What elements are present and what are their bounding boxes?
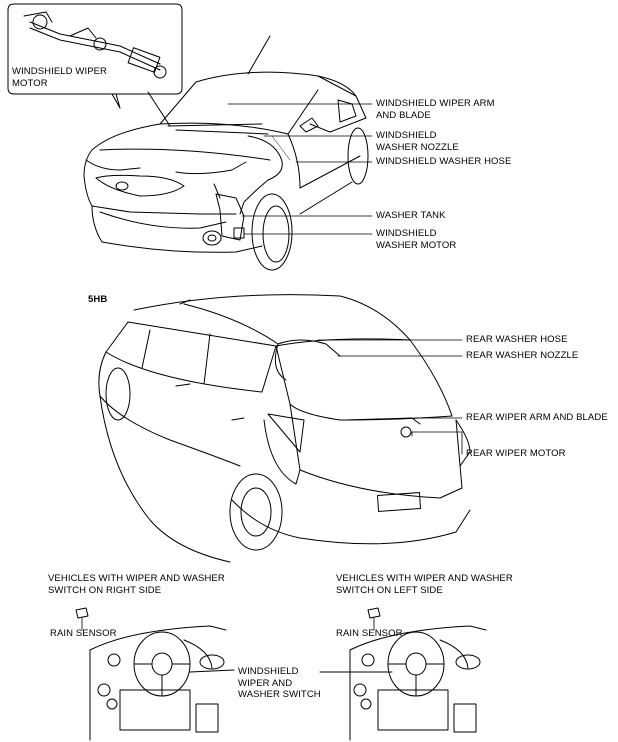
label-windshield-wiper-motor: WINDSHIELD WIPER MOTOR	[12, 66, 108, 89]
front-leader-lines	[227, 103, 373, 235]
label-vehicles-switch-right: VEHICLES WITH WIPER AND WASHER SWITCH ON…	[48, 573, 225, 596]
dashboard-right-illustration	[75, 607, 235, 741]
rear-leader-lines	[317, 339, 463, 455]
label-windshield-washer-nozzle: WINDSHIELD WASHER NOZZLE	[376, 130, 459, 153]
label-5hb: 5HB	[88, 294, 108, 305]
label-rear-wiper-arm-blade: REAR WIPER ARM AND BLADE	[466, 412, 608, 423]
dashboard-left-illustration	[319, 607, 487, 741]
label-windshield-washer-hose: WINDSHIELD WASHER HOSE	[376, 156, 512, 167]
label-rain-sensor-left: RAIN SENSOR	[336, 628, 403, 639]
wiper-motor-inset	[7, 3, 183, 127]
front-car-illustration	[83, 35, 369, 271]
rear-car-illustration	[98, 294, 471, 563]
label-vehicles-switch-left: VEHICLES WITH WIPER AND WASHER SWITCH ON…	[336, 573, 513, 596]
label-windshield-wiper-washer-switch: WINDSHIELD WIPER AND WASHER SWITCH	[238, 666, 321, 700]
rain-sensor-leaders	[81, 617, 375, 631]
label-rear-wiper-motor: REAR WIPER MOTOR	[466, 448, 566, 459]
label-windshield-wiper-arm-blade: WINDSHIELD WIPER ARM AND BLADE	[376, 98, 495, 121]
label-washer-tank: WASHER TANK	[376, 210, 446, 221]
label-windshield-washer-motor: WINDSHIELD WASHER MOTOR	[376, 228, 457, 251]
label-rain-sensor-right: RAIN SENSOR	[50, 628, 117, 639]
label-rear-washer-nozzle: REAR WASHER NOZZLE	[466, 350, 579, 361]
label-rear-washer-hose: REAR WASHER HOSE	[466, 334, 568, 345]
